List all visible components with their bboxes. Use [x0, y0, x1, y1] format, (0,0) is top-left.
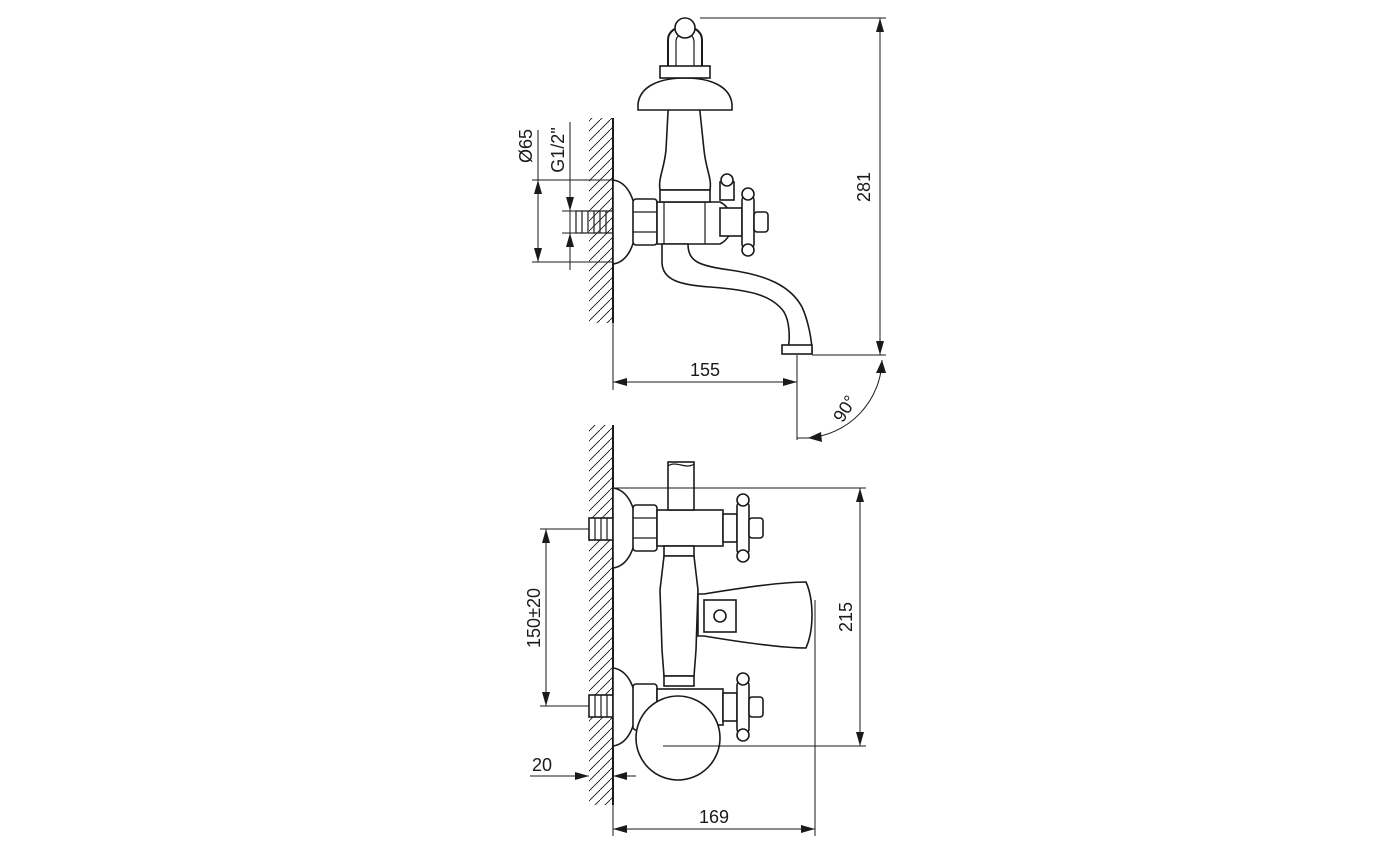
valve-body-upper — [656, 509, 724, 547]
dim-thread: G1/2" — [548, 127, 568, 172]
dim-swivel-angle: 90° — [829, 392, 860, 426]
dimensions-front: 150±20 215 20 169 — [524, 487, 866, 836]
spout-side — [661, 243, 813, 353]
hose-stub — [667, 461, 695, 511]
wall-hatch-bottom — [589, 425, 613, 805]
dim-spout-reach: 155 — [690, 360, 720, 380]
cross-handle-side — [741, 195, 755, 249]
cross-handle-upper — [736, 501, 750, 555]
dim-body-height: 215 — [836, 602, 856, 632]
wall-hatch-top — [589, 118, 613, 323]
handshower-ring — [659, 189, 711, 203]
hex-nut-upper — [632, 504, 658, 552]
handshower-body — [658, 105, 712, 191]
spout-aerator — [781, 344, 813, 355]
valve-stem-side — [719, 207, 743, 237]
dim-depth-total: 169 — [699, 807, 729, 827]
hex-nut-top — [632, 198, 658, 246]
dim-eccentric-depth: 20 — [532, 755, 552, 775]
handshower-head — [637, 77, 733, 111]
dim-flange-diameter: Ø65 — [516, 129, 536, 163]
dim-height-total: 281 — [854, 172, 874, 202]
front-view — [588, 425, 813, 805]
swivel-arc — [807, 359, 883, 439]
dim-centers: 150±20 — [524, 588, 544, 648]
cross-handle-lower — [736, 680, 750, 734]
side-view — [575, 17, 813, 355]
diverter-knob-front — [635, 695, 721, 781]
central-column — [659, 555, 699, 677]
